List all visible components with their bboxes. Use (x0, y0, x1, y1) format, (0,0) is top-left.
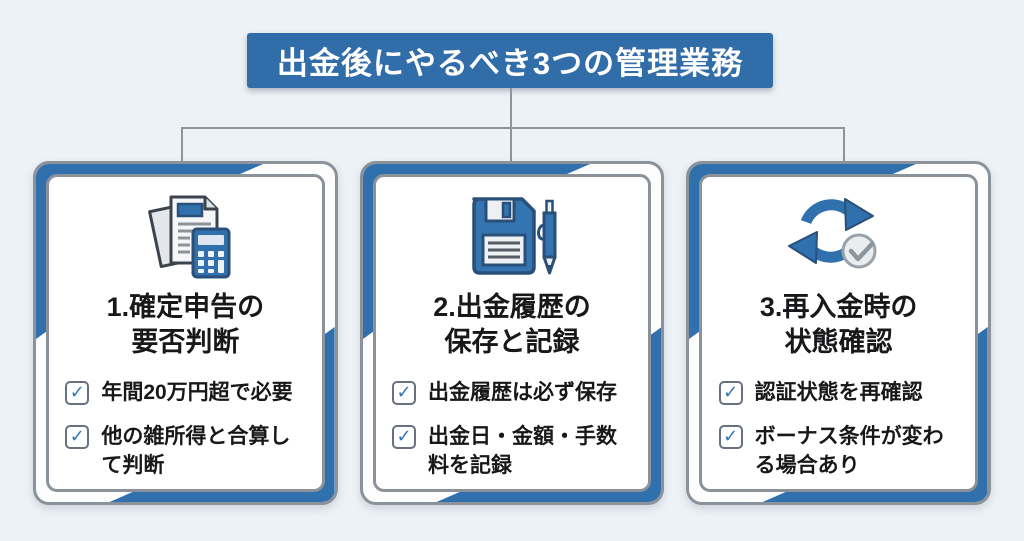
checkbox: ✓ (65, 381, 90, 406)
check-icon: ✓ (723, 426, 739, 447)
checklist-item-text: 年間20万円超で必要 (101, 381, 293, 405)
checklist: ✓ 出金履歴は必ず保存 ✓ 出金日・金額・手数料を記録 (392, 379, 632, 481)
header-banner: 出金後にやるべき3つの管理業務 (247, 33, 773, 88)
checklist-item: ✓ 年間20万円超で必要 (65, 379, 305, 408)
checklist-item: ✓ 認証状態を再確認 (718, 379, 959, 408)
connector-drop-right (843, 128, 845, 162)
card-body: 3.再入金時の 状態確認 ✓ 認証状態を再確認 ✓ ボーナス条件が変わる場合あり (699, 174, 979, 492)
checklist-item-text: 出金履歴は必ず保存 (428, 381, 617, 405)
check-icon: ✓ (396, 426, 412, 447)
connector-drop-center (510, 128, 512, 162)
connector-drop-left (181, 128, 183, 162)
floppy-pen-icon (460, 187, 564, 288)
checklist-item: ✓ 出金履歴は必ず保存 (392, 379, 632, 408)
connector-horizontal (181, 127, 845, 129)
check-icon: ✓ (69, 426, 85, 447)
checkbox: ✓ (718, 425, 743, 450)
checkbox: ✓ (392, 381, 416, 406)
checklist-item: ✓ ボーナス条件が変わる場合あり (718, 423, 959, 481)
checkbox: ✓ (718, 381, 743, 406)
card-body: 2.出金履歴の 保存と記録 ✓ 出金履歴は必ず保存 ✓ 出金日・金額・手数料を記… (372, 174, 652, 492)
card-withdrawal-history: 2.出金履歴の 保存と記録 ✓ 出金履歴は必ず保存 ✓ 出金日・金額・手数料を記… (359, 161, 665, 505)
checklist: ✓ 年間20万円超で必要 ✓ 他の雑所得と合算して判断 (65, 379, 305, 481)
sync-check-icon (787, 187, 891, 288)
page-title: 出金後にやるべき3つの管理業務 (276, 46, 744, 81)
cards-row: 1.確定申告の 要否判断 ✓ 年間20万円超で必要 ✓ 他の雑所得と合算して判断 (33, 161, 992, 505)
checklist-item: ✓ 他の雑所得と合算して判断 (65, 423, 305, 481)
checklist-item-text: 認証状態を再確認 (754, 381, 923, 405)
checklist-item-text: 出金日・金額・手数料を記録 (428, 425, 617, 478)
connector-stem (510, 88, 512, 128)
checklist: ✓ 認証状態を再確認 ✓ ボーナス条件が変わる場合あり (718, 379, 959, 481)
check-icon: ✓ (396, 382, 412, 403)
card-title: 3.再入金時の 状態確認 (759, 291, 918, 357)
card-tax-filing: 1.確定申告の 要否判断 ✓ 年間20万円超で必要 ✓ 他の雑所得と合算して判断 (33, 161, 338, 505)
card-title: 2.出金履歴の 保存と記録 (433, 291, 591, 357)
card-body: 1.確定申告の 要否判断 ✓ 年間20万円超で必要 ✓ 他の雑所得と合算して判断 (46, 174, 325, 492)
card-redeposit-check: 3.再入金時の 状態確認 ✓ 認証状態を再確認 ✓ ボーナス条件が変わる場合あり (686, 161, 992, 505)
checklist-item: ✓ 出金日・金額・手数料を記録 (392, 423, 632, 481)
check-icon: ✓ (69, 382, 85, 403)
checklist-item-text: ボーナス条件が変わる場合あり (754, 425, 944, 478)
documents-calculator-icon (133, 187, 237, 288)
card-title: 1.確定申告の 要否判断 (106, 291, 265, 357)
checklist-item-text: 他の雑所得と合算して判断 (101, 425, 291, 478)
check-icon: ✓ (723, 382, 739, 403)
checkbox: ✓ (65, 425, 90, 450)
checkbox: ✓ (392, 425, 416, 450)
